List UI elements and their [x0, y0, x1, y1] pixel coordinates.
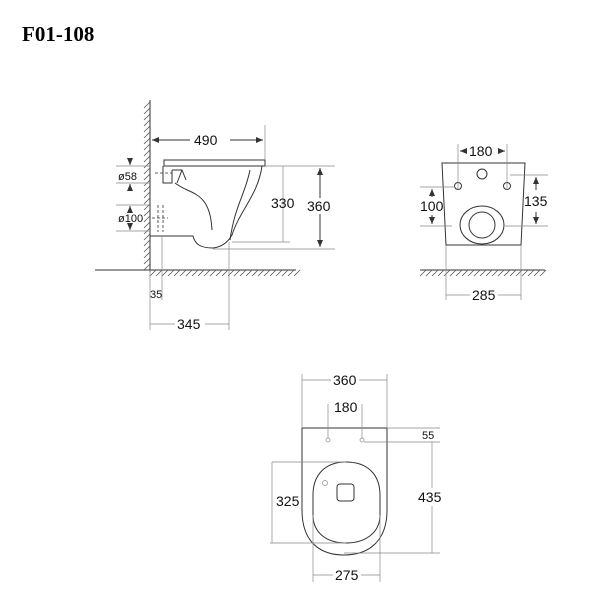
hatch-mark — [257, 269, 265, 277]
outlet-circle — [459, 205, 505, 245]
side-view: 490 330 360 ø58 ø100 35 345 — [95, 100, 335, 332]
hatch-mark — [491, 269, 499, 277]
dim-35: 35 — [150, 289, 162, 301]
hatch-mark — [455, 269, 463, 277]
hatch-mark — [143, 161, 151, 169]
dim-top-325: 325 — [276, 493, 300, 509]
dim-top-360: 360 — [333, 372, 357, 388]
seat-plate — [163, 159, 266, 167]
hatch-mark — [143, 119, 151, 127]
hatch-mark — [245, 269, 253, 277]
dim-rear-100: 100 — [420, 198, 444, 214]
hatch-mark — [467, 269, 475, 277]
hatch-mark — [251, 269, 259, 277]
hatch-mark — [167, 269, 175, 277]
hatch-mark — [461, 269, 469, 277]
dim-360: 360 — [307, 198, 331, 214]
dim-490: 490 — [194, 132, 218, 148]
hatch-mark — [143, 101, 151, 109]
hatch-mark — [173, 269, 181, 277]
hatch-mark — [143, 257, 151, 265]
hatch-mark — [527, 269, 535, 277]
dim-top-180: 180 — [334, 399, 358, 415]
hatch-mark — [143, 137, 151, 145]
top-view: 360 180 55 435 325 275 — [270, 372, 445, 583]
hatch-mark — [479, 269, 487, 277]
hatch-mark — [143, 113, 151, 121]
hatch-mark — [521, 269, 529, 277]
dim-58: ø58 — [118, 171, 137, 183]
dim-rear-285: 285 — [472, 287, 496, 303]
dim-345: 345 — [177, 316, 201, 332]
hatch-mark — [143, 215, 151, 223]
hatch-mark — [425, 269, 433, 277]
hatch-mark — [449, 269, 457, 277]
top-outline — [301, 427, 388, 556]
hatch-mark — [143, 263, 151, 271]
hatch-mark — [509, 269, 517, 277]
hatch-mark — [185, 269, 193, 277]
hatch-mark — [191, 269, 199, 277]
model-title: F01-108 — [22, 22, 95, 46]
hatch-mark — [209, 269, 217, 277]
hatch-mark — [143, 191, 151, 199]
hatch-mark — [269, 269, 277, 277]
hatch-mark — [149, 269, 157, 277]
hatch-mark — [539, 269, 547, 277]
hatch-mark — [143, 251, 151, 259]
hatch-mark — [233, 269, 241, 277]
floor-hatch — [419, 269, 547, 277]
wall-hatch — [143, 101, 151, 271]
dim-330: 330 — [271, 195, 295, 211]
dim-rear-135: 135 — [524, 193, 548, 209]
hatch-mark — [275, 269, 283, 277]
hatch-mark — [239, 269, 247, 277]
floor-hatch — [149, 269, 301, 277]
hatch-mark — [533, 269, 541, 277]
hatch-mark — [143, 233, 151, 241]
hatch-mark — [155, 269, 163, 277]
hatch-mark — [431, 269, 439, 277]
hatch-mark — [437, 269, 445, 277]
hatch-mark — [203, 269, 211, 277]
seat-outline — [312, 461, 381, 544]
hatch-mark — [419, 269, 427, 277]
dim-top-435: 435 — [418, 489, 442, 505]
hatch-mark — [143, 197, 151, 205]
hatch-mark — [143, 155, 151, 163]
dim-top-55: 55 — [422, 430, 434, 442]
hatch-mark — [215, 269, 223, 277]
hatch-mark — [143, 149, 151, 157]
hatch-mark — [287, 269, 295, 277]
hatch-mark — [143, 107, 151, 115]
dim-rear-180: 180 — [469, 143, 493, 159]
hatch-mark — [263, 269, 271, 277]
hatch-mark — [161, 269, 169, 277]
hatch-mark — [143, 167, 151, 175]
hatch-mark — [143, 209, 151, 217]
hatch-mark — [143, 173, 151, 181]
hatch-mark — [503, 269, 511, 277]
hatch-mark — [179, 269, 187, 277]
hatch-mark — [197, 269, 205, 277]
inlet-hole — [476, 168, 488, 180]
rear-view: 180 100 135 285 — [419, 143, 548, 303]
bowl-outline — [150, 165, 263, 249]
hatch-mark — [485, 269, 493, 277]
hatch-mark — [473, 269, 481, 277]
hatch-mark — [143, 245, 151, 253]
hatch-mark — [143, 143, 151, 151]
hatch-mark — [143, 185, 151, 193]
hatch-mark — [293, 269, 301, 277]
hatch-mark — [143, 221, 151, 229]
dim-100: ø100 — [118, 213, 143, 225]
hatch-mark — [443, 269, 451, 277]
hatch-mark — [497, 269, 505, 277]
dim-top-275: 275 — [335, 567, 359, 583]
hatch-mark — [143, 131, 151, 139]
hatch-mark — [221, 269, 229, 277]
hatch-mark — [143, 239, 151, 247]
hatch-mark — [281, 269, 289, 277]
hatch-mark — [143, 125, 151, 133]
